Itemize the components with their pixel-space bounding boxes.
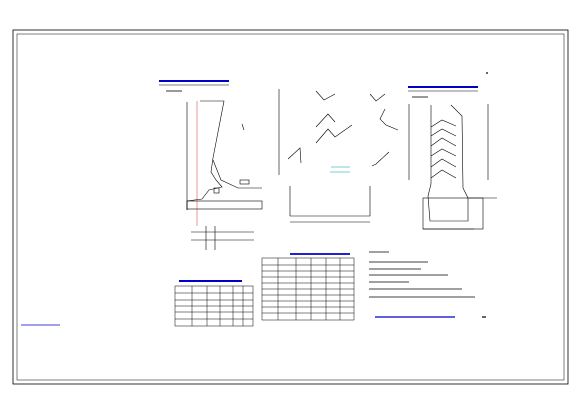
table-left — [174, 280, 254, 327]
table-center — [261, 253, 355, 321]
bottom-marks — [21, 316, 486, 326]
inner-border — [16, 33, 565, 381]
section-left — [186, 100, 263, 250]
title-right — [408, 86, 478, 98]
section-right — [408, 104, 497, 230]
rebar-detail — [278, 89, 399, 223]
sheet-border — [12, 29, 569, 385]
title-left — [159, 80, 229, 92]
notes — [369, 251, 475, 298]
